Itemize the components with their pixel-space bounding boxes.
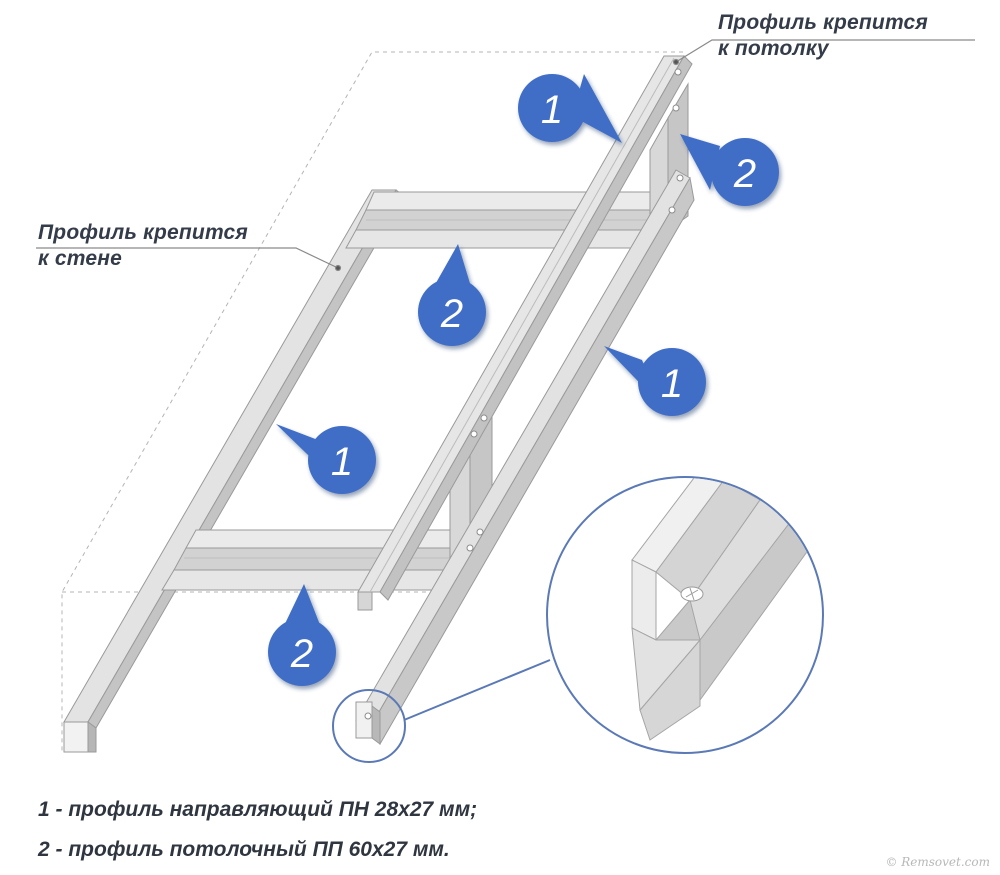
legend-line-1: 1 - профиль направляющий ПН 28х27 мм; (38, 798, 478, 821)
marker-1-right-label: 1 (661, 362, 683, 406)
screw-holes (364, 68, 684, 720)
marker-2-top-label: 2 (733, 152, 756, 196)
zoom-detail (332, 476, 824, 763)
central-long-profile (357, 55, 693, 611)
marker-2-lower-label: 2 (290, 632, 313, 676)
marker-2-lower-profile: 2 (268, 584, 336, 686)
watermark: © Remsovet.com (885, 855, 990, 869)
left-guide-profile (63, 189, 405, 753)
marker-2-top: 2 (680, 134, 779, 206)
callout-ceiling-line1: Профиль крепится (718, 11, 928, 34)
right-guide-profile (355, 169, 695, 746)
callout-wall-line2: к стене (38, 247, 122, 270)
marker-1-left: 1 (276, 424, 376, 494)
callout-wall-line1: Профиль крепится (38, 221, 248, 244)
leader-lines (36, 39, 975, 272)
legend-line-2: 2 - профиль потолочный ПП 60х27 мм. (38, 838, 450, 861)
marker-1-top-label: 1 (541, 88, 563, 132)
marker-1-left-label: 1 (331, 440, 353, 484)
marker-2-upper-profile: 2 (418, 244, 486, 346)
callout-wall: Профиль крепится к стене (38, 220, 248, 272)
marker-2-upper-label: 2 (440, 292, 463, 336)
marker-1-top: 1 (518, 74, 622, 143)
marker-1-right: 1 (604, 346, 706, 416)
callout-ceiling: Профиль крепится к потолку (718, 10, 928, 62)
plane-outline (61, 51, 683, 752)
callout-ceiling-line2: к потолку (718, 37, 829, 60)
